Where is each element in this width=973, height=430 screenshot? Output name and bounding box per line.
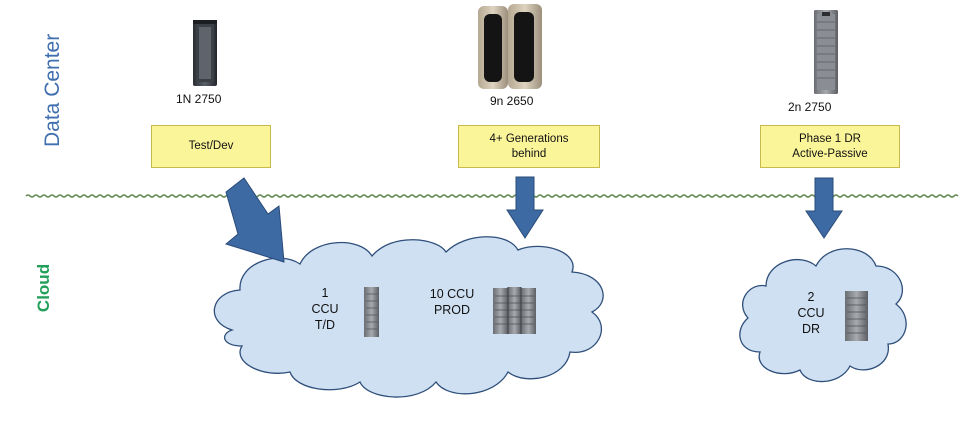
cloud-rack-icon xyxy=(364,287,379,337)
section-label-data-center: Data Center xyxy=(41,33,64,147)
cloud-rack-icon xyxy=(493,287,536,334)
server-label: 9n 2650 xyxy=(490,94,534,108)
server-rack-icon xyxy=(814,10,838,94)
cloud-shape xyxy=(213,236,604,398)
divider-line xyxy=(25,194,959,198)
note-line: 4+ Generations xyxy=(489,132,569,145)
cloud-ccu-text: 2 CCU DR xyxy=(791,289,831,337)
cloud-text-line: CCU xyxy=(311,302,339,316)
arrow-to-cloud xyxy=(805,177,843,239)
cloud-text-line: 10 CCU xyxy=(429,287,475,301)
cloud-text-line: DR xyxy=(801,322,821,336)
note-line: behind xyxy=(511,147,547,160)
arrow-to-cloud xyxy=(224,177,285,263)
section-label-cloud: Cloud xyxy=(34,263,53,313)
cloud-shape xyxy=(739,248,907,383)
note-box: Test/Dev xyxy=(151,125,271,168)
cloud-text-line: 1 xyxy=(321,286,329,300)
note-line: Test/Dev xyxy=(188,140,234,152)
cloud-rack-icon xyxy=(845,291,868,341)
note-line: Active-Passive xyxy=(792,147,868,160)
arrow-to-cloud xyxy=(506,176,544,239)
cloud-text-line: T/D xyxy=(314,318,336,332)
note-line: Phase 1 DR xyxy=(798,132,861,145)
note-box: Phase 1 DR Active-Passive xyxy=(760,125,900,168)
server-label: 1N 2750 xyxy=(176,92,222,106)
cloud-ccu-text: 1 CCU T/D xyxy=(305,285,345,333)
server-label: 2n 2750 xyxy=(788,100,832,114)
cloud-text-line: PROD xyxy=(433,303,471,317)
server-rack-icon xyxy=(193,20,217,86)
server-rack-icon xyxy=(478,4,542,89)
cloud-ccu-text: 10 CCU PROD xyxy=(420,286,484,318)
note-box: 4+ Generations behind xyxy=(458,125,600,168)
cloud-text-line: 2 xyxy=(807,290,815,304)
cloud-text-line: CCU xyxy=(797,306,825,320)
